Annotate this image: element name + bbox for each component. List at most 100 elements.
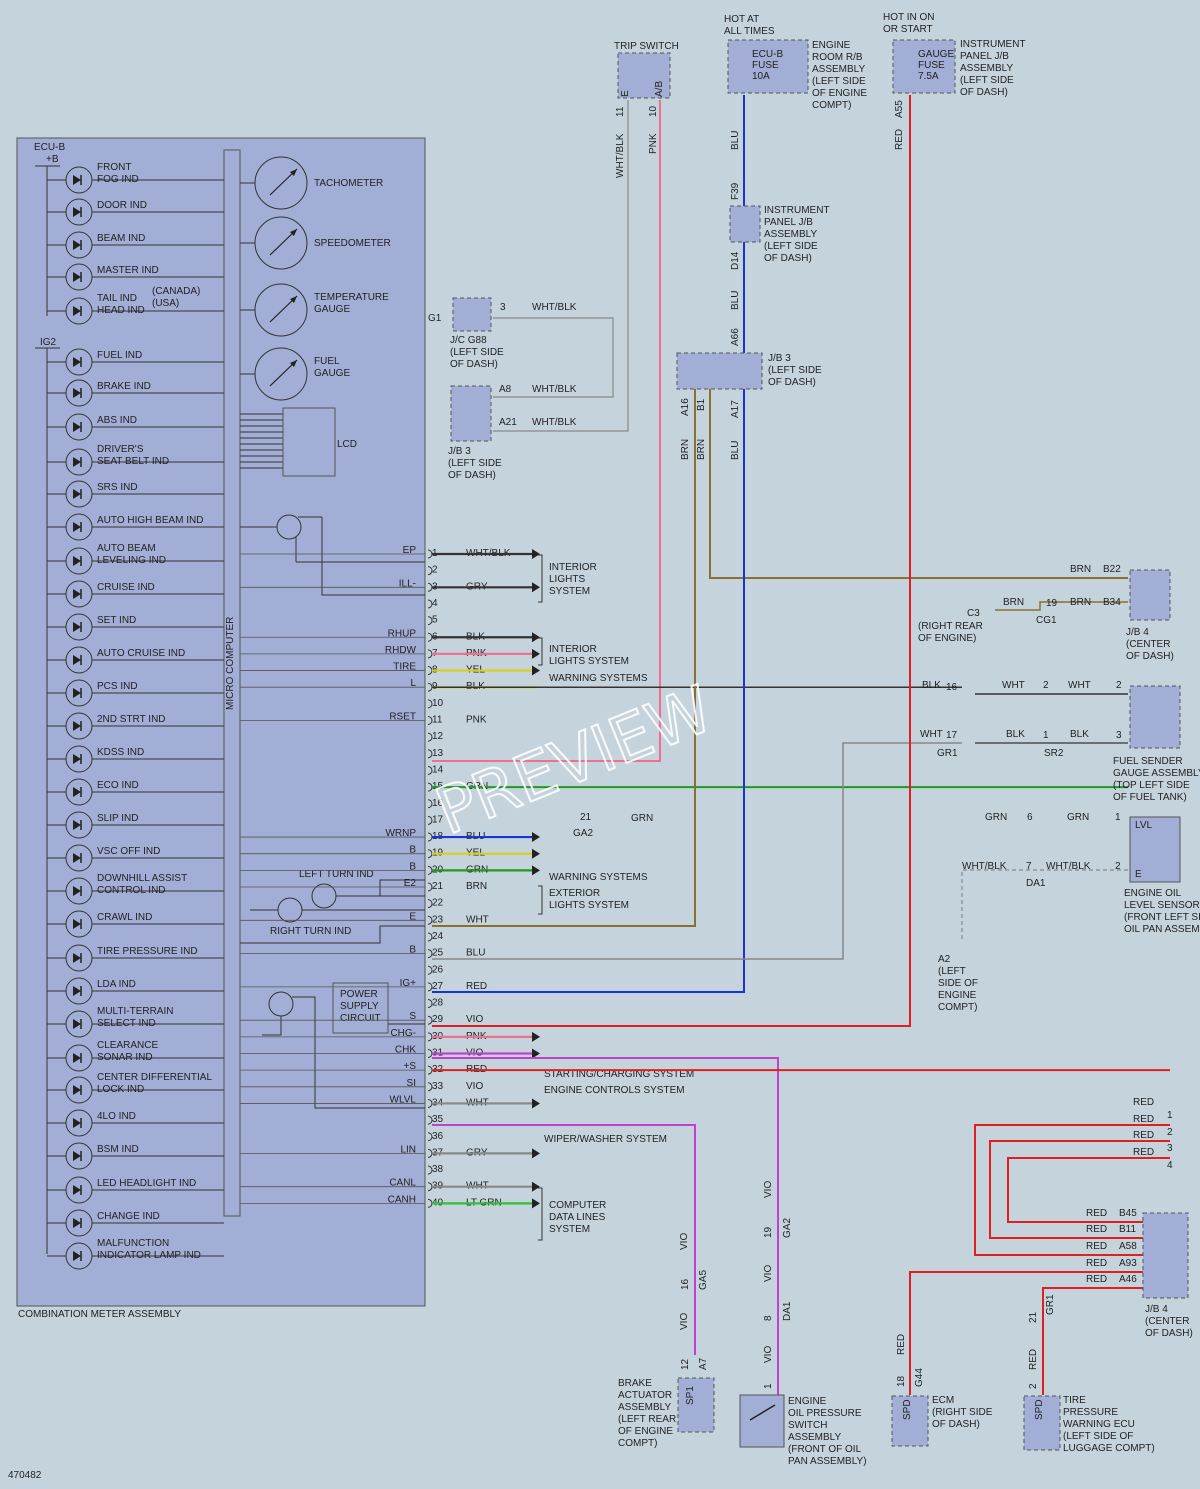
pin-39-signal: CANL <box>389 1178 416 1189</box>
led-symbol <box>73 853 81 863</box>
vio-2-label: VIO <box>679 1313 690 1330</box>
jb4-b-label: J/B 4 <box>1145 1304 1168 1315</box>
red-b45-wire <box>974 1124 1170 1256</box>
indicator-ig2-20-label: MULTI-TERRAIN <box>97 1006 173 1017</box>
pin-33-number: 33 <box>432 1081 444 1092</box>
pin-20-arrow <box>532 865 540 876</box>
cg1-label: CG1 <box>1036 615 1057 626</box>
indicator-ig2-22-label: LOCK IND <box>97 1084 144 1095</box>
indicator-ig2-7-label: CRUISE IND <box>97 582 155 593</box>
blu-b-wire <box>432 95 745 993</box>
ptr-line <box>262 1016 282 1036</box>
ga2-grn-label: GRN <box>631 813 653 824</box>
interior-lights-1-label: SYSTEM <box>549 586 590 597</box>
pin-33-signal: SI <box>407 1078 416 1089</box>
led-symbol <box>73 1218 81 1228</box>
blu-top-label: BLU <box>730 131 741 150</box>
led-symbol <box>73 1151 81 1161</box>
indicator-ig2-15-label: VSC OFF IND <box>97 846 160 857</box>
red-a58-wire <box>1007 1157 1170 1223</box>
g44-pin: 18 <box>896 1375 907 1387</box>
computer-data-label: DATA LINES <box>549 1212 606 1223</box>
ga2-pin: 21 <box>580 812 592 823</box>
jb3-a17: A17 <box>730 400 741 418</box>
indicator-ig2-6-label: LEVELING IND <box>97 555 166 566</box>
ecub-plusb-label: +B <box>46 154 59 165</box>
right-rear-label: OF ENGINE) <box>918 633 976 644</box>
led-symbol <box>73 207 81 217</box>
da1b-label: DA1 <box>782 1301 793 1321</box>
jb4-a-label: J/B 4 <box>1126 627 1149 638</box>
jb4-a-box <box>1129 569 1171 621</box>
oil-level-sensor-box <box>1129 816 1181 883</box>
hot-in-on-label: OR START <box>883 24 933 35</box>
vio-3-label: VIO <box>763 1181 774 1198</box>
pin-19-arrow <box>532 848 540 859</box>
ga5-label: GA5 <box>698 1270 709 1290</box>
interior-lights-1-label: LIGHTS <box>549 574 585 585</box>
pin-27-wire-color: RED <box>466 981 487 992</box>
led-symbol <box>73 820 81 830</box>
pin-39-arrow <box>532 1181 540 1192</box>
jb4-b-box <box>1142 1212 1189 1299</box>
da1b-pin: 8 <box>763 1315 774 1321</box>
pin-1-signal: EP <box>403 545 417 556</box>
red-out-1-label: RED <box>1133 1114 1154 1125</box>
gauge-fuse-label: FUSE <box>918 60 945 71</box>
instrument-panel-2-label: (LEFT SIDE <box>764 241 818 252</box>
engine-oil-label: ENGINE OIL <box>1124 888 1182 899</box>
lvl-grn-label: GRN <box>1067 812 1089 823</box>
c3-label: C3 <box>967 608 980 619</box>
oil-pin-2: 2 <box>1115 861 1121 872</box>
oil-switch-label: (FRONT OF OIL <box>788 1444 862 1455</box>
led-symbol <box>73 522 81 532</box>
indicator-ig2-11-label: 2ND STRT IND <box>97 714 166 725</box>
indicator-ig2-23-label: 4LO IND <box>97 1111 136 1122</box>
pin-11-number: 11 <box>432 715 443 726</box>
engine-room-label: ENGINE <box>812 40 851 51</box>
led-symbol <box>73 986 81 996</box>
led-symbol <box>73 688 81 698</box>
instrument-panel-2-label: INSTRUMENT <box>764 205 830 216</box>
indicator-ig2-4-label: SRS IND <box>97 482 138 493</box>
pin-21-number: 21 <box>432 881 444 892</box>
diagram-id: 470482 <box>8 1470 42 1481</box>
pin-12-number: 12 <box>432 731 444 742</box>
indicator-ig2-21-label: SONAR IND <box>97 1052 153 1063</box>
jb3-a16: A16 <box>680 398 691 416</box>
jb4-pin-2: A58 <box>1119 1241 1137 1252</box>
jb4-pin-1: B11 <box>1119 1224 1136 1235</box>
pin-8-arrow <box>532 665 540 676</box>
indicator-ig2-0-label: FUEL IND <box>97 350 142 361</box>
pin-11-signal: RSET <box>389 712 416 723</box>
led-symbol <box>73 919 81 929</box>
ecub-fuse-box <box>727 39 809 94</box>
pin-3-arrow <box>532 582 540 593</box>
brake-actuator-label: BRAKE <box>618 1378 652 1389</box>
red-out-0-num: 1 <box>1167 1110 1173 1121</box>
red-out-1-num: 2 <box>1167 1127 1173 1138</box>
brace-computer-data <box>538 1187 543 1241</box>
indicator-ig2-19-label: LDA IND <box>97 979 136 990</box>
pin-13-number: 13 <box>432 748 444 759</box>
fuel-3-label: 3 <box>1116 730 1122 741</box>
power-supply-box <box>332 982 389 1034</box>
red-ecm-wire <box>909 1271 1143 1395</box>
indicator-ig2-16-label: DOWNHILL ASSIST <box>97 873 187 884</box>
indicator-ig2-1-label: BRAKE IND <box>97 381 151 392</box>
pin-27-signal: IG+ <box>400 978 417 989</box>
da1-label: DA1 <box>1026 878 1046 889</box>
hot-all-times-label: ALL TIMES <box>724 26 775 37</box>
left-turn-label: LEFT TURN IND <box>299 869 374 880</box>
pin-2-connector-icon <box>427 566 433 576</box>
led-symbol <box>73 1251 81 1261</box>
ecm-spd-label: SPD <box>902 1399 913 1420</box>
instrument-panel-2-label: PANEL J/B <box>764 217 813 228</box>
jb4-b-label: (CENTER <box>1145 1316 1189 1327</box>
pin-31-signal: CHK <box>395 1045 416 1056</box>
jb4-red-3-label: RED <box>1086 1258 1107 1269</box>
ga5-pin: 16 <box>680 1278 691 1290</box>
jb4-red-0-label: RED <box>1086 1208 1107 1219</box>
pin-11-wire-color: PNK <box>466 715 487 726</box>
pin-3-signal: ILL- <box>399 578 416 589</box>
